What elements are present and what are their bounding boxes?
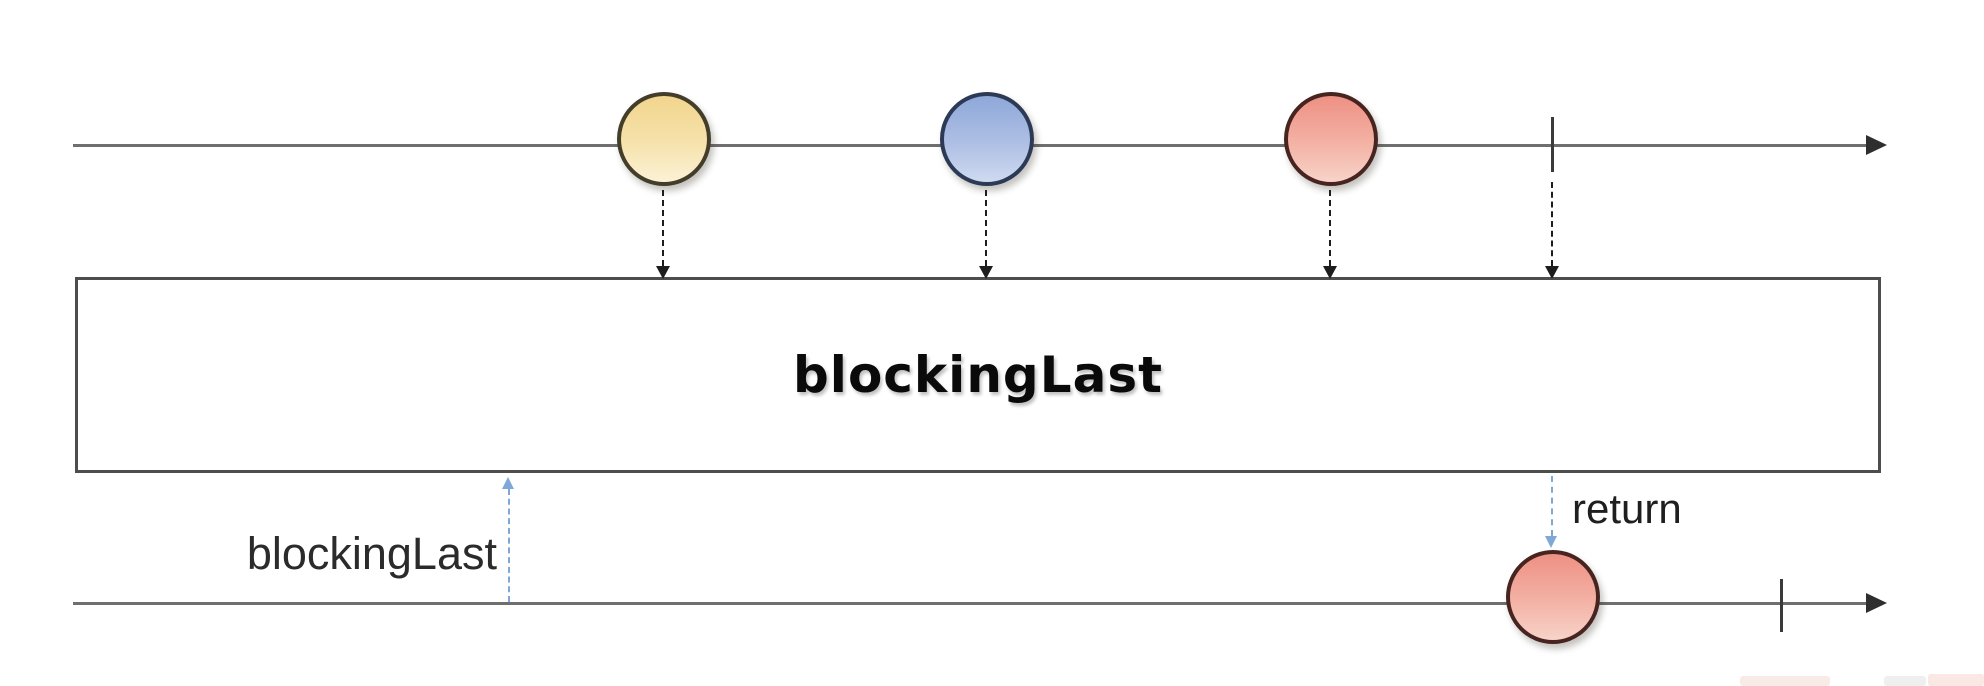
operator-box: blockingLast — [75, 277, 1881, 473]
result-red-marble — [1506, 550, 1600, 644]
emission-arrow-blue — [985, 190, 987, 266]
blue-marble — [940, 92, 1034, 186]
yellow-marble — [617, 92, 711, 186]
source-complete-tick — [1551, 117, 1554, 172]
emission-arrow-yellow — [662, 190, 664, 266]
return-label: return — [1572, 485, 1682, 532]
result-timeline — [73, 602, 1870, 605]
operator-box-label: blockingLast — [793, 346, 1163, 404]
bottom-edge-smudge — [1740, 676, 1830, 686]
emission-arrowhead-blue-icon — [979, 266, 993, 279]
source-timeline-arrowhead-icon — [1866, 135, 1887, 155]
call-label: blockingLast — [246, 528, 497, 579]
emission-arrowhead-complete-icon — [1545, 266, 1559, 279]
return-arrow — [1551, 476, 1553, 536]
call-arrow — [508, 489, 510, 602]
bottom-edge-smudge — [1928, 674, 1984, 686]
return-arrowhead-icon — [1545, 536, 1557, 548]
emission-arrowhead-red-icon — [1323, 266, 1337, 279]
result-complete-tick — [1780, 579, 1783, 632]
emission-arrow-complete — [1551, 182, 1553, 266]
red-marble — [1284, 92, 1378, 186]
emission-arrowhead-yellow-icon — [656, 266, 670, 279]
bottom-edge-smudge — [1884, 676, 1926, 686]
result-timeline-arrowhead-icon — [1866, 593, 1887, 613]
call-arrowhead-icon — [502, 477, 514, 489]
emission-arrow-red — [1329, 190, 1331, 266]
